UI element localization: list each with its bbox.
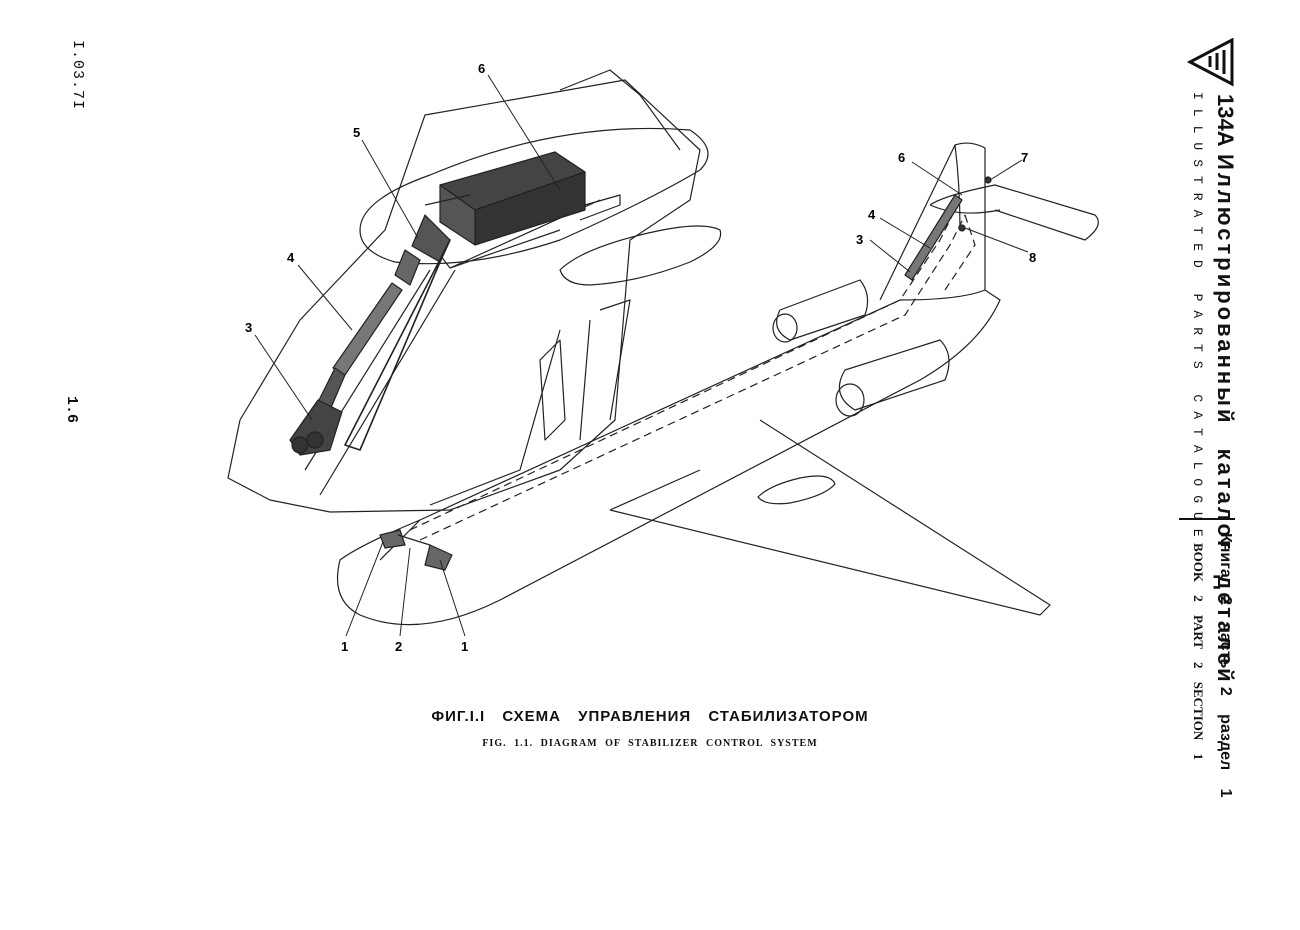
callout-nose-2: 2	[395, 639, 402, 654]
callout-nose-1a: 1	[341, 639, 348, 654]
tail-detail-view	[227, 69, 722, 513]
callout-detail-3: 3	[245, 320, 252, 335]
callout-leader-lines	[254, 74, 1029, 637]
callout-tail-7: 7	[1021, 150, 1028, 165]
stabilizer-actuator-box	[439, 151, 621, 246]
callout-detail-6: 6	[478, 61, 485, 76]
manufacturer-logo-icon	[1186, 38, 1234, 87]
callout-tail-3: 3	[856, 232, 863, 247]
figure-caption-ru: ФИГ.I.I СХЕМА УПРАВЛЕНИЯ СТАБИЛИЗАТОРОМ	[431, 708, 869, 725]
callout-tail-6: 6	[898, 150, 905, 165]
control-rod-assembly	[289, 194, 471, 456]
callout-numbers: 3 4 5 6 3 4 6 7 8 1 2 1	[245, 61, 1036, 654]
figure-caption-en: FIG. 1.1. DIAGRAM OF STABILIZER CONTROL …	[482, 738, 818, 749]
callout-detail-5: 5	[353, 125, 360, 140]
callout-tail-8: 8	[1029, 250, 1036, 265]
aircraft-overview	[336, 142, 1099, 626]
callout-detail-4: 4	[287, 250, 295, 265]
callout-tail-4: 4	[868, 207, 876, 222]
header-divider	[1179, 518, 1235, 520]
catalog-header: 134A Иллюстрированный каталог деталей IL…	[1176, 38, 1238, 798]
callout-nose-1b: 1	[461, 639, 468, 654]
